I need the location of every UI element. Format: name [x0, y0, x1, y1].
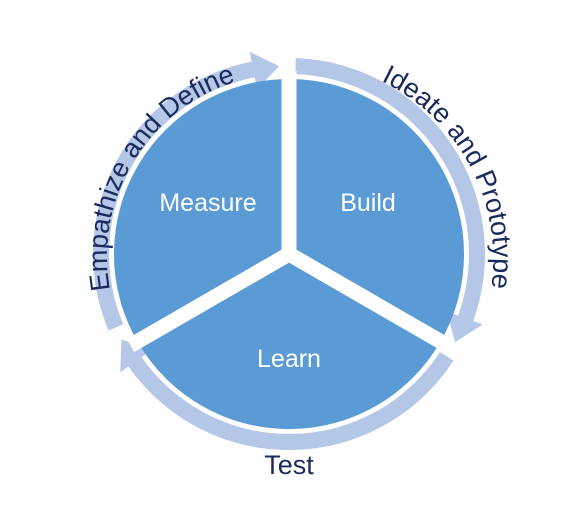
pie-segments — [113, 71, 465, 430]
cycle-ring-arrows — [93, 51, 486, 451]
ring-arrow-empathize-define — [93, 51, 280, 331]
segment-label-measure: Measure — [159, 189, 256, 217]
pie-separator-1 — [285, 247, 452, 352]
ring-arrow-ideate-prototype — [295, 58, 486, 343]
pie-separator-2 — [126, 247, 293, 352]
ring-arrow-test — [120, 339, 454, 451]
segment-label-build: Build — [340, 189, 396, 217]
arc-label-test: Test — [264, 450, 314, 480]
segment-label-learn: Learn — [257, 345, 321, 373]
